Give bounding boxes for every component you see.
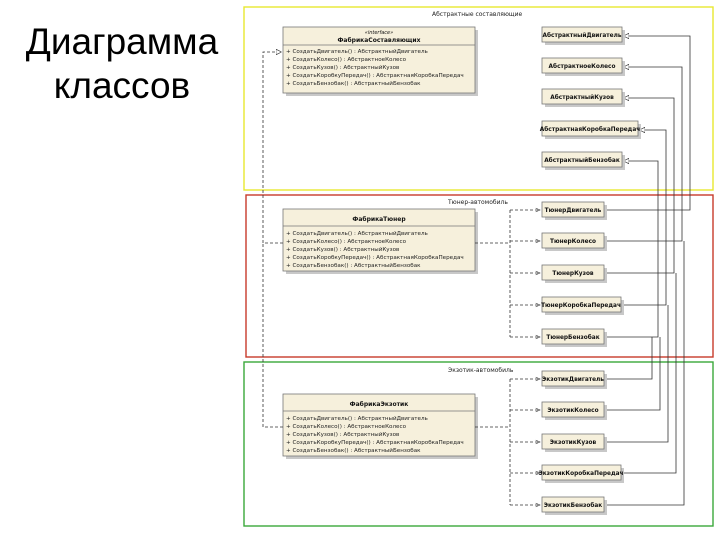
abstract-product-classes: АбстрактныйДвигатель АбстрактноеКолесо А… xyxy=(540,26,641,170)
factory-tuner-class: ФабрикаТюнер + СоздатьДвигатель() : Абст… xyxy=(282,208,478,274)
abstract-body-class: АбстрактныйКузов xyxy=(541,88,625,107)
slide-title-line-1: Диаграмма xyxy=(25,21,219,62)
package-exotic-label: Экзотик-автомобиль xyxy=(448,367,514,374)
factory-tuner-name: ФабрикаТюнер xyxy=(352,216,406,223)
factory-exotic-op: + СоздатьКузов() : АбстрактныйКузов xyxy=(286,431,399,438)
exotic-gearbox-name: ЭкзотикКоробкаПередач xyxy=(538,470,623,477)
factory-realization-lines xyxy=(262,52,283,428)
factory-exotic-op: + СоздатьКолесо() : АбстрактноеКолесо xyxy=(286,424,407,430)
factory-interface-op: + СоздатьБензобак() : АбстрактныйБензоба… xyxy=(286,80,421,87)
package-abstract-label: Абстрактные составляющие xyxy=(432,11,522,18)
exotic-engine-name: ЭкзотикДвигатель xyxy=(542,377,604,383)
exotic-fueltank-class: ЭкзотикБензобак xyxy=(541,496,607,515)
exotic-engine-class: ЭкзотикДвигатель xyxy=(541,370,607,389)
exotic-product-classes: ЭкзотикДвигатель ЭкзотикКолесо ЭкзотикКу… xyxy=(538,370,624,515)
tuner-wheel-class: ТюнерКолесо xyxy=(541,232,607,251)
abstract-engine-class: АбстрактныйДвигатель xyxy=(541,26,625,45)
factory-exotic-op: + СоздатьДвигатель() : АбстрактныйДвигат… xyxy=(286,415,428,422)
tuner-product-classes: ТюнерДвигатель ТюнерКолесо ТюнерКузов Тю… xyxy=(541,201,624,347)
abstract-engine-name: АбстрактныйДвигатель xyxy=(542,32,621,39)
package-exotic: Экзотик-автомобиль xyxy=(243,361,714,527)
tuner-dependency-lines xyxy=(475,210,540,337)
tuner-engine-class: ТюнерДвигатель xyxy=(541,201,607,220)
tuner-body-name: ТюнерКузов xyxy=(552,271,594,277)
abstract-fueltank-name: АбстрактныйБензобак xyxy=(544,157,620,164)
tuner-body-class: ТюнерКузов xyxy=(541,264,607,283)
factory-interface-name: ФабрикаСоставляющих xyxy=(337,37,420,44)
factory-tuner-op: + СоздатьБензобак() : АбстрактныйБензоба… xyxy=(286,262,421,269)
abstract-fueltank-class: АбстрактныйБензобак xyxy=(541,151,625,170)
slide-title-line-2: классов xyxy=(53,65,191,106)
factory-exotic-op: + СоздатьКоробкуПередач() : АбстрактнаяК… xyxy=(286,440,464,446)
factory-exotic-name: ФабрикаЭкзотик xyxy=(350,401,409,408)
exotic-dependency-lines xyxy=(475,379,540,505)
tuner-engine-name: ТюнерДвигатель xyxy=(545,208,602,214)
exotic-body-class: ЭкзотикКузов xyxy=(541,433,607,452)
factory-interface-class: «interface» ФабрикаСоставляющих + Создат… xyxy=(282,26,478,96)
abstract-wheel-name: АбстрактноеКолесо xyxy=(549,63,616,70)
factory-exotic-class: ФабрикаЭкзотик + СоздатьДвигатель() : Аб… xyxy=(282,393,478,459)
factory-tuner-op: + СоздатьКузов() : АбстрактныйКузов xyxy=(286,246,399,253)
exotic-wheel-name: ЭкзотикКолесо xyxy=(547,408,598,414)
factory-interface-op: + СоздатьКузов() : АбстрактныйКузов xyxy=(286,64,399,71)
slide-title: Диаграмма классов xyxy=(12,20,232,108)
abstract-wheel-class: АбстрактноеКолесо xyxy=(541,57,625,76)
abstract-body-name: АбстрактныйКузов xyxy=(550,94,614,101)
abstract-gearbox-class: АбстрактнаяКоробкаПередач xyxy=(540,120,641,139)
factory-tuner-op: + СоздатьДвигатель() : АбстрактныйДвигат… xyxy=(286,230,428,237)
tuner-gearbox-class: ТюнерКоробкаПередач xyxy=(541,296,624,315)
package-tuner-label: Тюнер-автомобиль xyxy=(447,199,508,206)
factory-interface-op: + СоздатьДвигатель() : АбстрактныйДвигат… xyxy=(286,48,428,55)
factory-tuner-op: + СоздатьКолесо() : АбстрактноеКолесо xyxy=(286,239,407,245)
inheritance-lines xyxy=(605,36,691,506)
exotic-gearbox-class: ЭкзотикКоробкаПередач xyxy=(538,464,624,483)
factory-interface-stereotype: «interface» xyxy=(365,30,393,36)
tuner-fueltank-name: ТюнерБензобак xyxy=(546,334,599,341)
tuner-fueltank-class: ТюнерБензобак xyxy=(541,328,607,347)
package-tuner: Тюнер-автомобиль xyxy=(245,194,714,358)
tuner-gearbox-name: ТюнерКоробкаПередач xyxy=(541,302,621,309)
abstract-gearbox-name: АбстрактнаяКоробкаПередач xyxy=(540,126,641,133)
factory-tuner-op: + СоздатьКоробкуПередач() : АбстрактнаяК… xyxy=(286,255,464,261)
factory-interface-op: + СоздатьКоробкуПередач() : АбстрактнаяК… xyxy=(286,73,464,79)
exotic-wheel-class: ЭкзотикКолесо xyxy=(541,401,607,420)
tuner-wheel-name: ТюнерКолесо xyxy=(550,239,596,245)
exotic-fueltank-name: ЭкзотикБензобак xyxy=(544,502,603,509)
factory-exotic-op: + СоздатьБензобак() : АбстрактныйБензоба… xyxy=(286,447,421,454)
package-abstract: Абстрактные составляющие xyxy=(243,6,714,191)
exotic-body-name: ЭкзотикКузов xyxy=(550,440,597,446)
factory-interface-op: + СоздатьКолесо() : АбстрактноеКолесо xyxy=(286,57,407,63)
